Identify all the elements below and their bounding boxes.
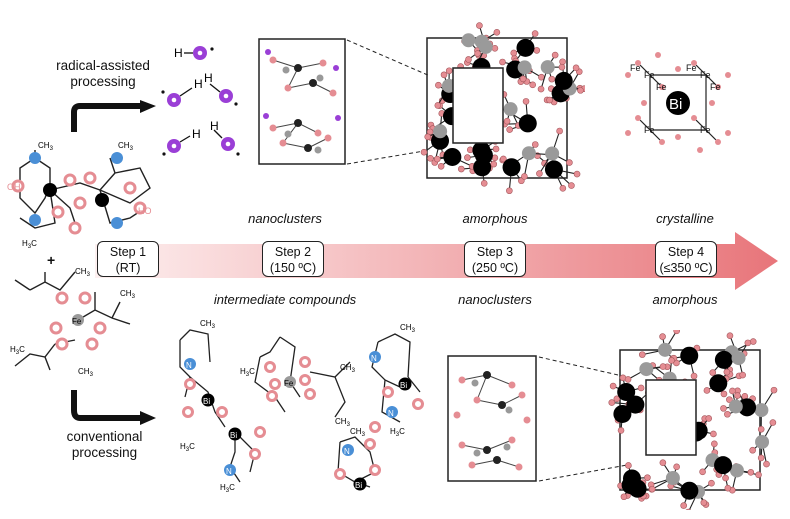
- svg-text:Fe: Fe: [630, 63, 641, 73]
- svg-text:Bi: Bi: [203, 397, 210, 406]
- step-1-box: Step 1(RT): [97, 241, 159, 277]
- svg-text:N: N: [371, 354, 377, 363]
- svg-text:Fe: Fe: [656, 82, 667, 92]
- svg-text:Fe: Fe: [284, 379, 294, 388]
- radical-arrow: [71, 100, 156, 132]
- svg-text:H: H: [210, 119, 219, 133]
- step-2-box: Step 2(150 ºC): [262, 241, 324, 277]
- svg-text:N: N: [226, 467, 232, 476]
- bottom-amorphous-structure: [608, 330, 778, 510]
- top-nanocluster-box: [258, 38, 346, 165]
- top-zoom-lines: [346, 39, 431, 165]
- n-atom: [29, 214, 41, 226]
- top-amorphous-label: amorphous: [462, 211, 528, 226]
- svg-text:Bi: Bi: [355, 481, 362, 490]
- svg-text:CH3: CH3: [118, 141, 134, 152]
- bottom-nanocluster-box: [447, 355, 537, 482]
- svg-text:N: N: [388, 409, 394, 418]
- svg-text:H: H: [192, 127, 201, 141]
- svg-text:CH3: CH3: [78, 367, 94, 377]
- svg-text:H3C: H3C: [240, 367, 255, 378]
- n-atom: [111, 152, 123, 164]
- fe-acac-complex: Fe CH3 CH3 H3C CH3: [10, 267, 136, 377]
- conventional-arrow: [71, 390, 156, 425]
- bi-atom: [666, 91, 690, 115]
- svg-text:HO: HO: [138, 206, 152, 216]
- svg-text:CH3: CH3: [38, 141, 54, 152]
- bottom-amorphous-label: amorphous: [652, 292, 718, 307]
- svg-text:H3C: H3C: [10, 345, 25, 356]
- svg-text:H: H: [174, 46, 183, 60]
- radical-assisted-label: radical-assisted processing: [56, 58, 150, 89]
- svg-text:Fe: Fe: [686, 63, 697, 73]
- bi-complex-dimer: OH HO CH3 CH3 H3C: [7, 141, 152, 248]
- svg-text:CH3: CH3: [120, 289, 136, 300]
- step-4-box: Step 4(≤350 ºC): [655, 241, 717, 277]
- bottom-zoom-lines: [538, 356, 628, 482]
- step-3-box: Step 3(250 ºC): [464, 241, 526, 277]
- svg-text:Fe: Fe: [644, 125, 655, 135]
- svg-text:Fe: Fe: [644, 70, 655, 80]
- svg-text:Fe: Fe: [700, 70, 711, 80]
- svg-text:Fe: Fe: [710, 82, 721, 92]
- bi-atom: [95, 193, 109, 207]
- svg-text:H3C: H3C: [180, 442, 195, 453]
- svg-text:CH3: CH3: [400, 323, 416, 334]
- top-nanoclusters-label: nanoclusters: [248, 211, 322, 226]
- svg-text:CH3: CH3: [350, 427, 366, 438]
- svg-text:N: N: [344, 447, 350, 456]
- top-crystalline-label: crystalline: [656, 211, 714, 226]
- conventional-label: conventional processing: [66, 429, 143, 460]
- plus-sign: +: [47, 252, 56, 268]
- svg-text:Fe: Fe: [700, 125, 711, 135]
- svg-text:Bi: Bi: [400, 381, 407, 390]
- top-amorphous-structure: [420, 22, 585, 195]
- svg-text:Bi: Bi: [230, 431, 237, 440]
- svg-text:OH: OH: [7, 182, 21, 192]
- svg-text:CH3: CH3: [335, 417, 351, 428]
- svg-text:H3C: H3C: [390, 427, 405, 438]
- intermediate-compounds-label: intermediate compounds: [213, 292, 357, 307]
- svg-text:Fe: Fe: [72, 317, 82, 326]
- svg-text:H: H: [204, 71, 213, 85]
- bi-atom: [43, 183, 57, 197]
- n-atom: [111, 217, 123, 229]
- fe-atom: [72, 314, 84, 326]
- oh-radicals: H H H H H: [161, 46, 240, 156]
- svg-text:Bi: Bi: [669, 96, 682, 113]
- n-atom: [29, 152, 41, 164]
- svg-text:H3C: H3C: [22, 239, 37, 248]
- svg-text:CH3: CH3: [75, 267, 91, 278]
- svg-text:H: H: [194, 77, 203, 91]
- svg-text:CH3: CH3: [340, 363, 356, 374]
- svg-text:H3C: H3C: [220, 483, 235, 494]
- intermediate-compounds: N Bi N Bi N Bi N N Bi Fe CH3 H3C H3C CH3…: [179, 319, 424, 494]
- svg-text:CH3: CH3: [200, 319, 216, 330]
- svg-text:N: N: [186, 361, 192, 370]
- bottom-nanoclusters-label: nanoclusters: [458, 292, 532, 307]
